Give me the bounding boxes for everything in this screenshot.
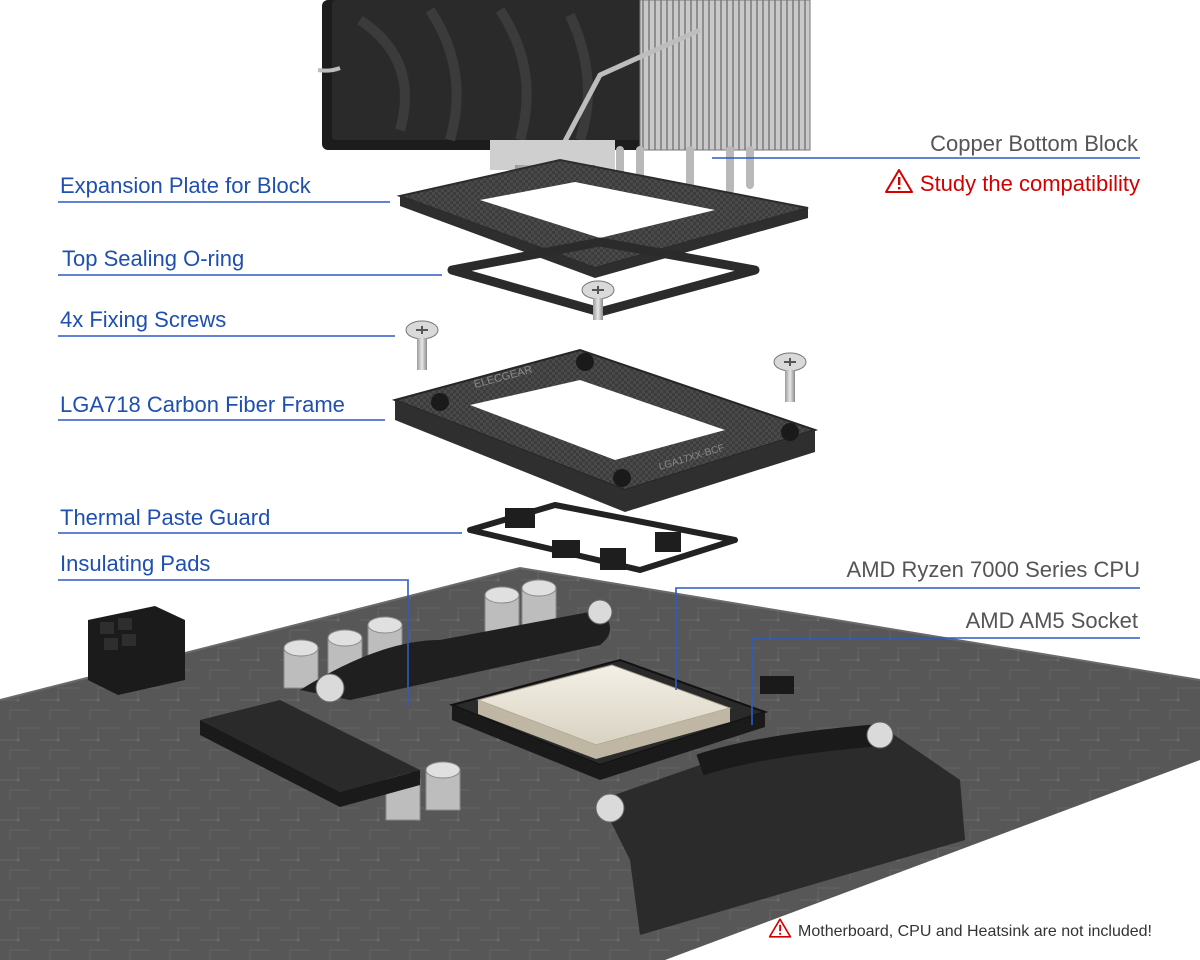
heatsink-illustration	[317, 0, 811, 209]
label-fixing-screws: 4x Fixing Screws	[60, 307, 227, 332]
callout-lines	[58, 157, 1140, 725]
warning-triangle-icon	[768, 918, 792, 938]
label-carbon-fiber-frame: LGA718 Carbon Fiber Frame	[60, 392, 345, 417]
footer-note-text: Motherboard, CPU and Heatsink are not in…	[798, 923, 1152, 940]
footer-disclaimer: Motherboard, CPU and Heatsink are not in…	[768, 917, 1152, 942]
label-amd-socket: AMD AM5 Socket	[965, 608, 1138, 633]
label-copper-bottom-block: Copper Bottom Block	[930, 131, 1138, 156]
callout-line-socket	[751, 637, 1140, 725]
paste-guard-illustration	[467, 502, 738, 573]
callout-line-cpu	[675, 587, 1140, 690]
label-thermal-paste-guard: Thermal Paste Guard	[60, 505, 271, 530]
compatibility-warning: Study the compatibility	[884, 168, 1140, 197]
label-study-compatibility: Study the compatibility	[919, 171, 1140, 196]
label-amd-cpu: AMD Ryzen 7000 Series CPU	[846, 557, 1140, 582]
motherboard-illustration	[0, 566, 1200, 960]
label-expansion-plate: Expansion Plate for Block	[60, 173, 311, 198]
carbon-frame-illustration: ELECGEAR LGA17XX-BCF	[391, 348, 819, 512]
label-top-sealing-o-ring: Top Sealing O-ring	[62, 246, 245, 271]
callout-line-insulating-pads	[58, 579, 409, 705]
expansion-plate-illustration	[396, 158, 809, 278]
label-insulating-pads: Insulating Pads	[60, 551, 211, 576]
warning-triangle-icon	[884, 169, 913, 193]
o-ring-illustration	[447, 237, 760, 317]
